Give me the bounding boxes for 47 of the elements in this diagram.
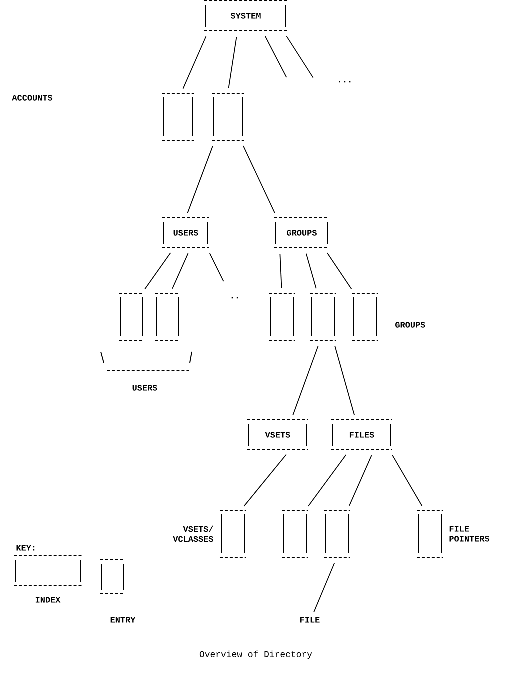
connector-line [349, 455, 372, 506]
connector-line [280, 254, 282, 289]
beside-label: FILE POINTERS [450, 526, 490, 542]
index-box: FILES [332, 419, 392, 451]
entry-box [220, 510, 246, 558]
caption: Overview of Directory [200, 650, 312, 660]
entry-box [212, 92, 244, 142]
connector-line [286, 36, 314, 78]
connector-line [264, 36, 288, 78]
entry-box [162, 92, 194, 142]
index-box: GROUPS [274, 217, 330, 249]
entry-box [282, 510, 308, 558]
connector-line [326, 252, 352, 290]
entry-box [352, 292, 378, 342]
connector-line [187, 146, 214, 214]
legend-label: ENTRY [110, 617, 136, 623]
connector-line [228, 36, 238, 89]
connector-line [392, 454, 423, 507]
index-box: SYSTEM [204, 0, 288, 32]
connector-line [144, 252, 172, 290]
index-box: USERS [162, 217, 210, 249]
connector-line [243, 146, 276, 214]
label: GROUPS [396, 322, 426, 328]
entry-box [156, 292, 180, 342]
connector-line [334, 346, 355, 416]
connector-line [182, 36, 207, 90]
entry-box [269, 292, 295, 342]
label: ACCOUNTS [12, 95, 53, 101]
connector-line [314, 562, 336, 613]
beside-label: VSETS/ VCLASSES [173, 526, 214, 542]
node-label: FILE [300, 617, 320, 623]
entry-box [324, 510, 350, 558]
connector-line [306, 253, 317, 290]
entry-box [310, 292, 336, 342]
entry-box [120, 292, 144, 342]
connector-line [244, 454, 287, 507]
connector-line [172, 253, 189, 290]
connector-line [292, 346, 319, 416]
legend-label: INDEX [36, 597, 61, 603]
connector-line [308, 454, 347, 507]
label: .. [232, 297, 238, 299]
index-box: VSETS [248, 419, 308, 451]
label: USERS [132, 385, 158, 391]
entry-box [417, 510, 443, 558]
label: ... [339, 81, 351, 83]
label: KEY: [16, 545, 35, 551]
connector-line [209, 253, 224, 282]
